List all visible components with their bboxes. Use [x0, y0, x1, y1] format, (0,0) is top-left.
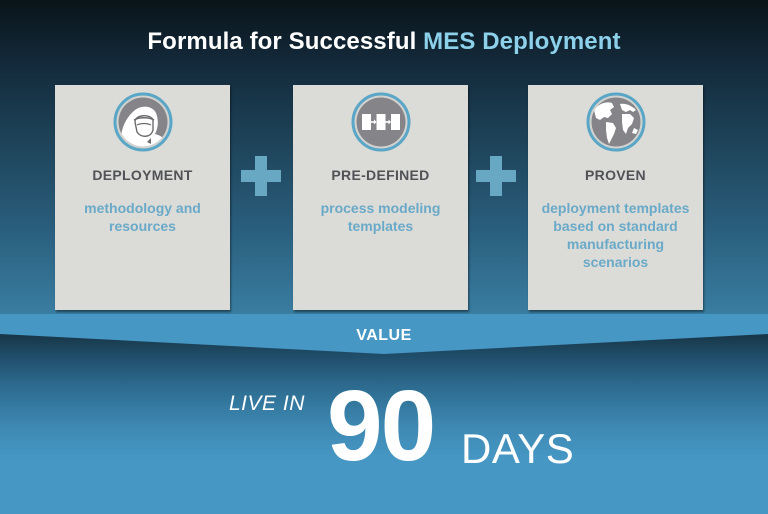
- card-description: process modeling templates: [320, 200, 441, 234]
- title-accent: MES Deployment: [423, 28, 621, 55]
- title-prefix: Formula for Successful: [147, 28, 417, 55]
- card-heading: PRE-DEFINED: [331, 167, 430, 183]
- value-label: VALUE: [356, 327, 412, 344]
- card-description: methodology and resources: [84, 200, 201, 234]
- days-number: 90: [327, 370, 436, 482]
- globe-icon: [586, 92, 645, 152]
- card-deployment: DEPLOYMENT methodology and resources: [55, 85, 230, 310]
- card-description: deployment templates based on standard m…: [541, 200, 690, 270]
- card-pre-defined: PRE-DEFINED process modeling templates: [293, 85, 468, 310]
- days-unit: DAYS: [461, 425, 575, 472]
- plus-icon: [241, 156, 281, 196]
- card-heading: PROVEN: [585, 167, 646, 183]
- card-proven: PROVEN deployment templates based on sta…: [528, 85, 703, 310]
- plus-icon: [476, 156, 516, 196]
- page-title: Formula for Successful MES Deployment: [0, 28, 768, 56]
- worker-mask-icon: [113, 92, 172, 152]
- card-heading: DEPLOYMENT: [92, 167, 193, 183]
- process-flow-icon: [351, 92, 410, 152]
- value-band: [0, 314, 768, 354]
- result-area: [0, 330, 768, 514]
- live-in-label: LIVE IN: [229, 392, 305, 415]
